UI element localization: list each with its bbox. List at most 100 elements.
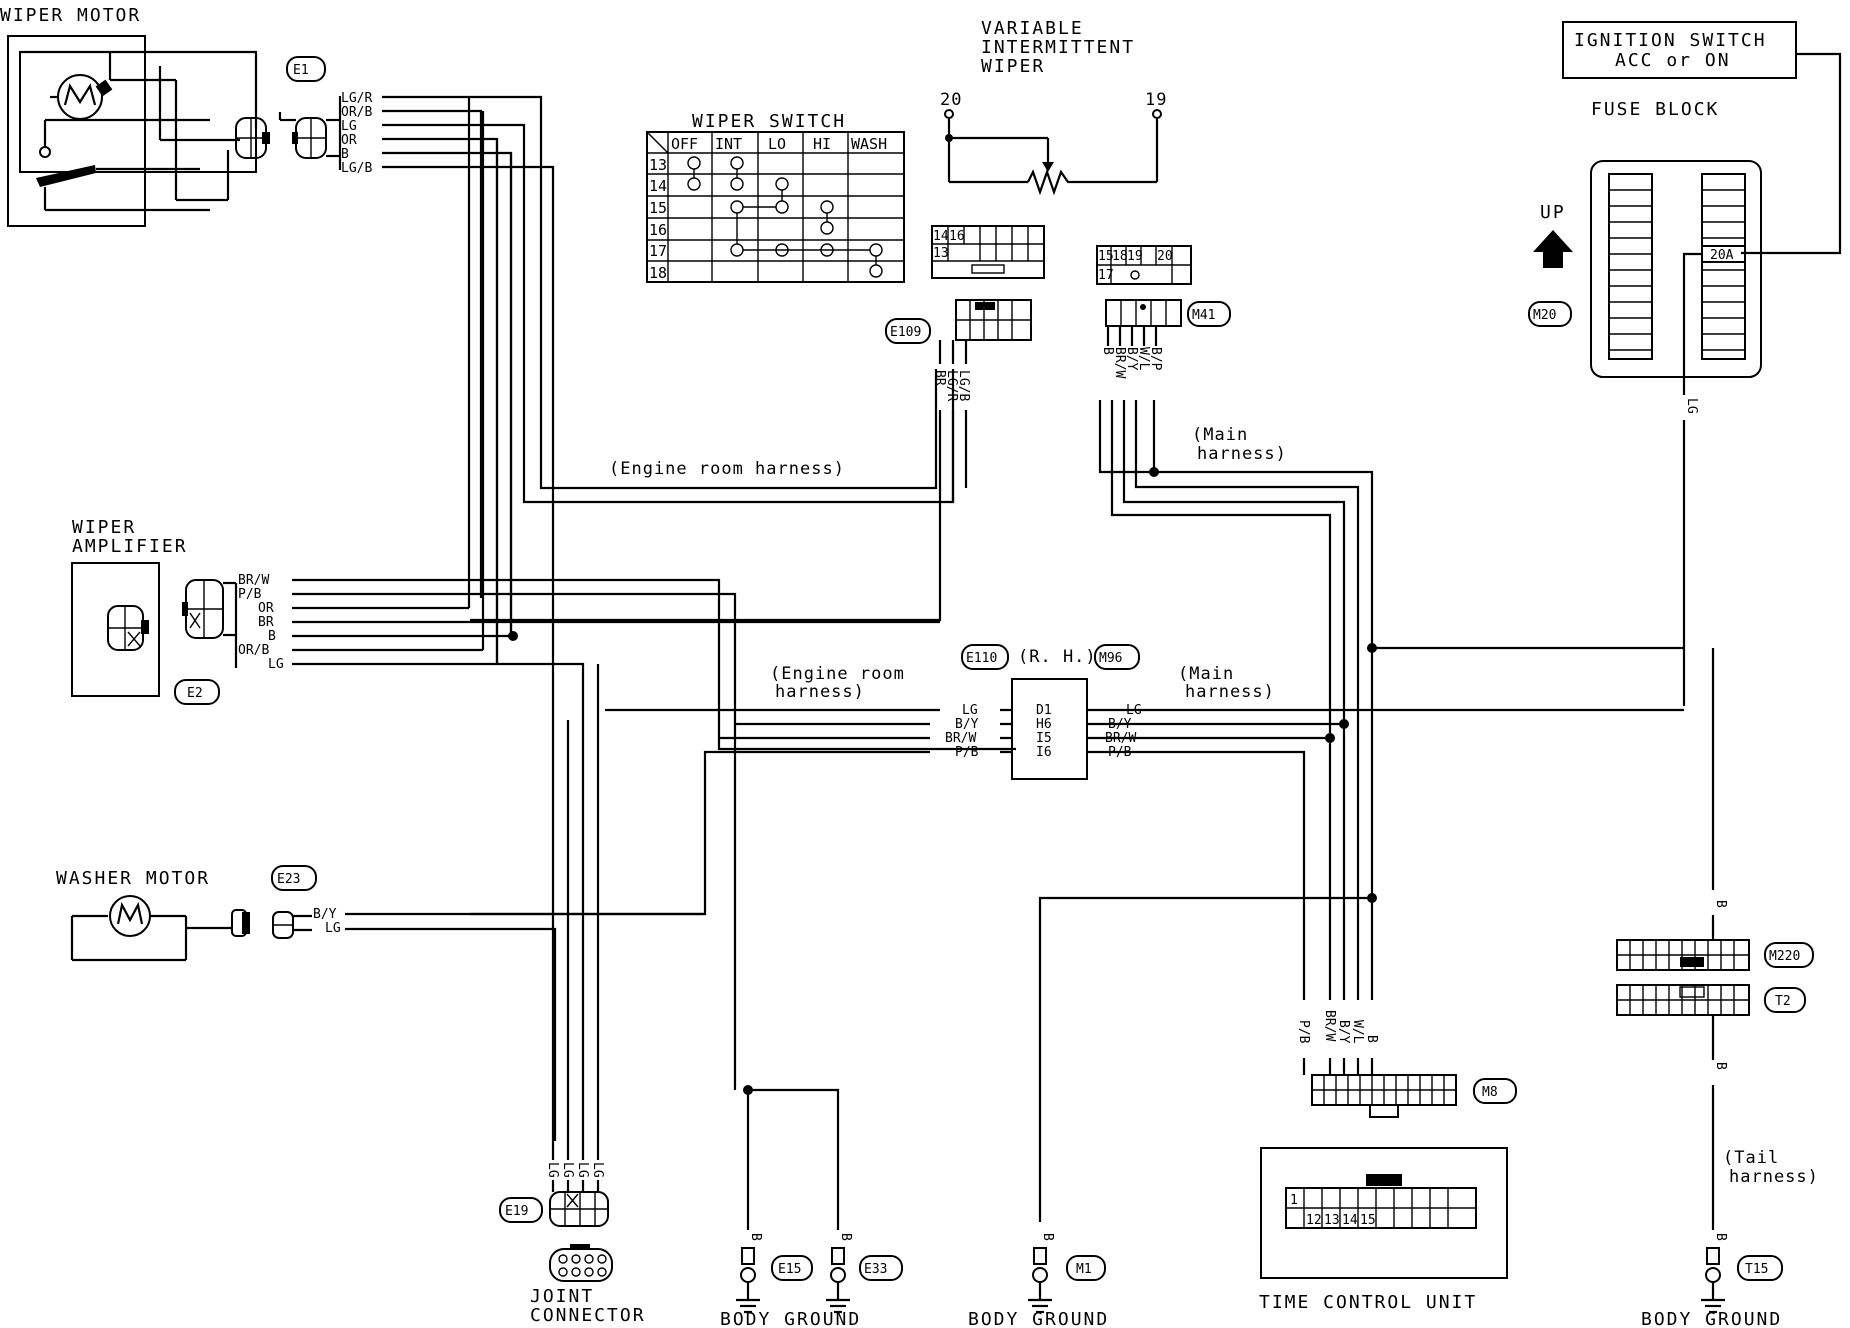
- svg-text:B: B: [1713, 900, 1728, 908]
- svg-text:LO: LO: [768, 135, 786, 153]
- up-arrow-icon: UP: [1533, 202, 1573, 268]
- svg-text:LG: LG: [575, 1162, 590, 1178]
- svg-text:14: 14: [1342, 1213, 1358, 1228]
- svg-text:harness): harness): [775, 682, 865, 702]
- svg-text:13: 13: [1324, 1213, 1340, 1228]
- svg-text:LG: LG: [560, 1162, 575, 1178]
- tail-ground-branch: B M220 T2 B (Tail harness): [1616, 648, 1819, 1328]
- connector-e109: 14 16 13 E109 LG/B LG/R BR: [470, 225, 1045, 622]
- variable-intermittent-wiper: VARIABLE INTERMITTENT WIPER 20 19: [940, 18, 1167, 196]
- svg-text:LG: LG: [962, 703, 978, 718]
- svg-text:13: 13: [933, 246, 949, 261]
- svg-text:B/Y: B/Y: [955, 717, 979, 732]
- svg-text:harness): harness): [1729, 1167, 1819, 1187]
- svg-text:B/Y: B/Y: [313, 907, 337, 922]
- svg-text:LG/B: LG/B: [341, 161, 372, 176]
- svg-text:B: B: [1364, 1035, 1379, 1043]
- e2-wires: [292, 97, 1016, 1141]
- ground-m1: B M1 BODY GROUND: [968, 1233, 1109, 1328]
- svg-text:FUSE BLOCK: FUSE BLOCK: [1591, 99, 1719, 120]
- joint-connector-e19: LG LG LG LG E19 JOINT CONNECTOR: [499, 664, 644, 1326]
- svg-text:LG: LG: [268, 657, 284, 672]
- svg-text:OR/B: OR/B: [341, 105, 372, 120]
- svg-text:18: 18: [649, 264, 667, 282]
- svg-text:WIPER SWITCH: WIPER SWITCH: [692, 111, 846, 132]
- svg-text:E23: E23: [277, 872, 300, 887]
- svg-text:OR: OR: [258, 601, 274, 616]
- svg-text:16: 16: [949, 229, 965, 244]
- svg-text:P/B: P/B: [1296, 1020, 1311, 1044]
- svg-text:JOINT: JOINT: [530, 1286, 594, 1307]
- connector-m41: 15 18 19 20 17 M41 B BR/W B/Y W/L B/P: [1096, 245, 1374, 1000]
- svg-text:B/Y: B/Y: [1336, 1020, 1351, 1044]
- svg-text:IGNITION SWITCH: IGNITION SWITCH: [1574, 30, 1767, 51]
- svg-text:LG: LG: [325, 921, 341, 936]
- wiper-motor: WIPER MOTOR: [0, 5, 270, 227]
- svg-text:14: 14: [933, 229, 949, 244]
- e1-tag: E1: [293, 63, 309, 78]
- svg-text:20: 20: [940, 90, 962, 110]
- svg-text:17: 17: [649, 242, 667, 260]
- svg-text:1: 1: [1290, 1193, 1298, 1208]
- svg-text:BR/W: BR/W: [945, 731, 976, 746]
- svg-text:(Main: (Main: [1192, 425, 1248, 445]
- svg-text:P/B: P/B: [955, 745, 979, 760]
- svg-text:OFF: OFF: [671, 135, 698, 153]
- svg-text:B/Y: B/Y: [1124, 347, 1139, 371]
- svg-text:(Tail: (Tail: [1723, 1148, 1779, 1168]
- svg-text:(Engine room: (Engine room: [770, 664, 905, 684]
- svg-text:BR/W: BR/W: [238, 573, 269, 588]
- svg-text:P/B: P/B: [238, 587, 262, 602]
- svg-text:WASHER MOTOR: WASHER MOTOR: [56, 868, 210, 889]
- svg-text:B: B: [268, 629, 276, 644]
- time-control-unit: 1 12 13 14 15 TIME CONTROL UNIT: [1259, 1147, 1508, 1313]
- svg-text:WIPER: WIPER: [981, 56, 1045, 77]
- svg-text:M96: M96: [1099, 651, 1122, 666]
- svg-text:D1: D1: [1036, 703, 1052, 718]
- washer-motor-icon: [109, 895, 151, 937]
- svg-text:20: 20: [1157, 249, 1173, 264]
- connector-m8: P/B BR/W B/Y W/L B M8: [1296, 1010, 1517, 1118]
- svg-text:B: B: [1713, 1062, 1728, 1070]
- switch-contacts: [687, 156, 883, 278]
- svg-text:18: 18: [1112, 249, 1128, 264]
- svg-text:W/L: W/L: [1136, 347, 1151, 371]
- svg-text:BODY GROUND: BODY GROUND: [968, 1309, 1109, 1328]
- svg-text:OR: OR: [341, 133, 357, 148]
- svg-text:15: 15: [649, 199, 667, 217]
- svg-text:INTERMITTENT: INTERMITTENT: [981, 37, 1135, 58]
- svg-text:TIME CONTROL UNIT: TIME CONTROL UNIT: [1259, 1292, 1477, 1313]
- svg-text:M1: M1: [1076, 1262, 1092, 1277]
- washer-motor: WASHER MOTOR E23 B/Y LG: [56, 865, 705, 1141]
- park-switch-icon: [36, 165, 96, 187]
- svg-text:B: B: [1100, 347, 1115, 355]
- svg-text:B: B: [341, 147, 349, 162]
- svg-text:BR/W: BR/W: [1112, 347, 1127, 378]
- svg-text:19: 19: [1145, 90, 1167, 110]
- svg-text:LG: LG: [545, 1162, 560, 1178]
- svg-text:M8: M8: [1482, 1085, 1498, 1100]
- svg-text:LG: LG: [1684, 398, 1699, 414]
- svg-text:E2: E2: [187, 686, 203, 701]
- svg-text:I5: I5: [1036, 731, 1052, 746]
- fuse-20a-label: 20A: [1710, 248, 1734, 263]
- svg-text:harness): harness): [1197, 444, 1287, 464]
- svg-text:M20: M20: [1533, 308, 1556, 323]
- fuse-block: FUSE BLOCK 20A LG M20: [1372, 99, 1762, 706]
- ground-e15-e33: B B E15 E33 BODY GROUND: [720, 1085, 903, 1328]
- svg-text:M220: M220: [1769, 949, 1800, 964]
- svg-text:BODY GROUND: BODY GROUND: [1641, 1309, 1782, 1328]
- svg-text:12: 12: [1306, 1213, 1322, 1228]
- svg-text:B: B: [1713, 1233, 1728, 1241]
- wiper-amplifier: WIPER AMPLIFIER E2 BR/W P/B OR BR B OR/B…: [71, 517, 284, 705]
- svg-text:WASH: WASH: [851, 135, 887, 153]
- svg-text:LG: LG: [341, 119, 357, 134]
- svg-text:WIPER: WIPER: [72, 517, 136, 538]
- svg-text:T15: T15: [1745, 1262, 1768, 1277]
- wiper-switch-table: WIPER SWITCH OFF INT LO HI WASH 13 14 15…: [646, 111, 905, 283]
- svg-text:LG/B: LG/B: [956, 370, 971, 401]
- svg-text:E109: E109: [890, 325, 921, 340]
- svg-text:I6: I6: [1036, 745, 1052, 760]
- svg-text:LG/R: LG/R: [341, 91, 372, 106]
